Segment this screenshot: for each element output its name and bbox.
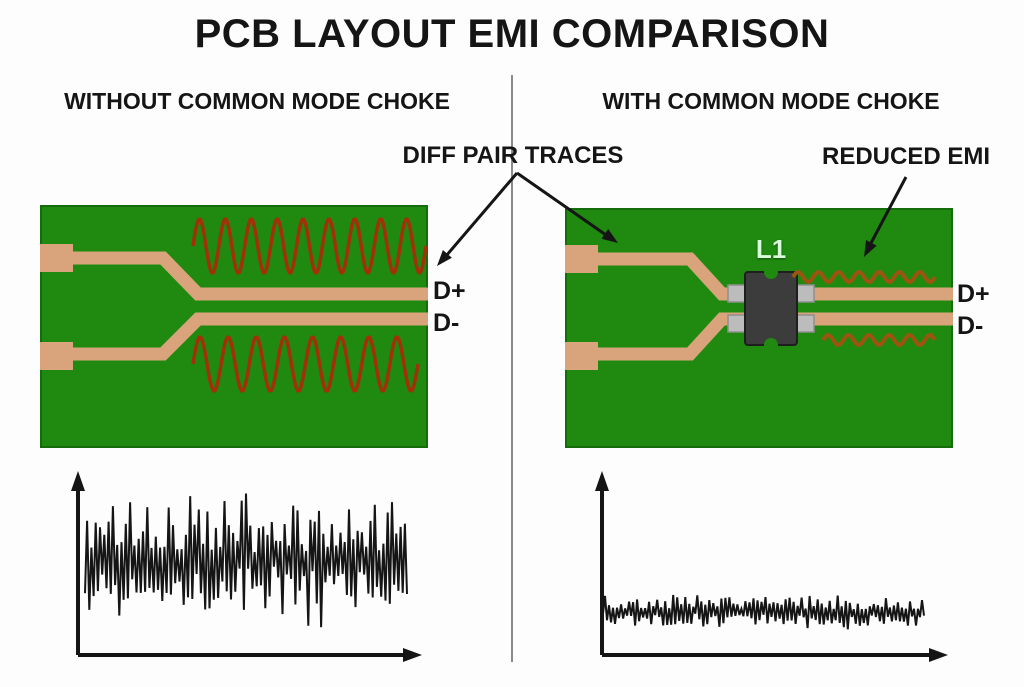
y-axis-arrowhead-icon (71, 471, 85, 491)
choke-notch-bottom (764, 338, 778, 352)
noise-waveform (84, 493, 408, 628)
right-panel-heading: WITH COMMON MODE CHOKE (602, 88, 940, 114)
x-axis-arrowhead-icon (929, 648, 948, 662)
panel-divider-line (511, 75, 513, 662)
reduced-emi-label: REDUCED EMI (821, 143, 991, 170)
copper-trace-dminus (40, 312, 428, 361)
page-title: PCB LAYOUT EMI COMPARISON (194, 12, 830, 56)
emi-wave-bottom (191, 335, 420, 393)
x-axis-arrowhead-icon (403, 648, 422, 662)
noise-plot-low-emi (595, 471, 948, 662)
pcb-right-graphics (565, 245, 953, 370)
right-dminus-label: D- (957, 312, 984, 340)
diff-pair-arrow-left (444, 172, 519, 257)
pcb-with-choke (565, 208, 953, 448)
arrowhead-icon (437, 250, 452, 266)
copper-trace-dplus (40, 251, 428, 301)
reduced-emi-wave-bottom (821, 333, 937, 347)
noise-waveform (602, 594, 925, 630)
pcb-left-graphics (40, 217, 428, 393)
pcb-without-choke (40, 205, 428, 448)
right-dplus-label: D+ (957, 280, 990, 308)
copper-trace-dminus-in (565, 312, 749, 361)
left-panel-heading: WITHOUT COMMON MODE CHOKE (64, 88, 450, 114)
emi-wave-top (191, 217, 428, 275)
copper-trace-dplus-in (565, 252, 749, 301)
diff-pair-traces-label: DIFF PAIR TRACES (402, 142, 624, 169)
noise-plot-high-emi (71, 471, 422, 662)
left-dminus-label: D- (433, 309, 460, 337)
left-dplus-label: D+ (433, 277, 466, 305)
y-axis-arrowhead-icon (595, 471, 609, 491)
choke-body (744, 271, 798, 346)
reduced-emi-wave-top (791, 270, 937, 284)
choke-reference-designator: L1 (755, 234, 787, 264)
choke-notch-top (764, 265, 778, 279)
